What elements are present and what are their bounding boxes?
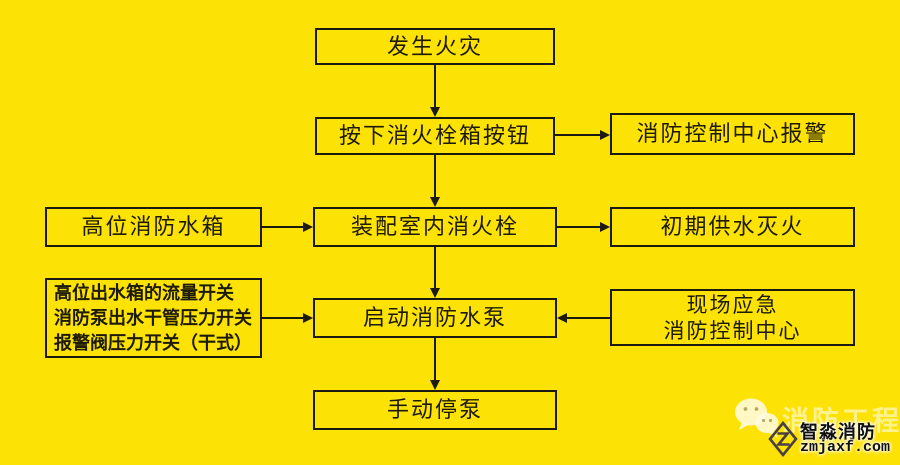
watermark-brand-name: 智淼消防	[800, 422, 876, 442]
watermark-light-text: 消防工程	[782, 406, 900, 436]
node-start-fire-pump: 启动消防水泵	[313, 298, 557, 338]
node-press-hydrant-box-button: 按下消火栓箱按钮	[315, 117, 555, 155]
node-label: 初期供水灭火	[660, 214, 805, 240]
node-fire-occurs: 发生火灾	[315, 28, 555, 65]
node-pump-start-switches: 高位出水箱的流量开关 消防泵出水干管压力开关 报警阀压力开关（干式）	[45, 278, 262, 358]
node-label: 消防控制中心	[663, 318, 802, 343]
node-label: 按下消火栓箱按钮	[338, 123, 531, 149]
node-label: 消防泵出水干管压力开关	[54, 307, 252, 328]
node-onsite-emergency-center: 现场应急 消防控制中心	[610, 289, 855, 346]
node-assemble-indoor-hydrant: 装配室内消火栓	[313, 207, 557, 247]
node-label: 高位出水箱的流量开关	[54, 282, 234, 303]
node-label: 现场应急	[686, 292, 779, 317]
node-label: 装配室内消火栓	[350, 214, 519, 240]
watermark-brand-url: zmjaxf.com	[800, 439, 891, 456]
node-high-level-fire-water-tank: 高位消防水箱	[45, 207, 262, 247]
watermark: 消防工程 智淼消防 zmjaxf.com	[720, 387, 900, 465]
node-label: 报警阀压力开关（干式）	[54, 332, 252, 353]
diamond-z-logo	[768, 420, 798, 462]
node-label: 启动消防水泵	[362, 305, 507, 331]
node-initial-water-supply: 初期供水灭火	[610, 207, 855, 247]
node-fire-control-center-alarm: 消防控制中心报警	[610, 113, 855, 155]
node-label: 手动停泵	[386, 397, 483, 423]
node-label: 高位消防水箱	[81, 214, 226, 240]
node-label: 消防控制中心报警	[636, 121, 829, 147]
node-manual-pump-stop: 手动停泵	[313, 390, 557, 430]
node-label: 发生火灾	[386, 33, 483, 59]
